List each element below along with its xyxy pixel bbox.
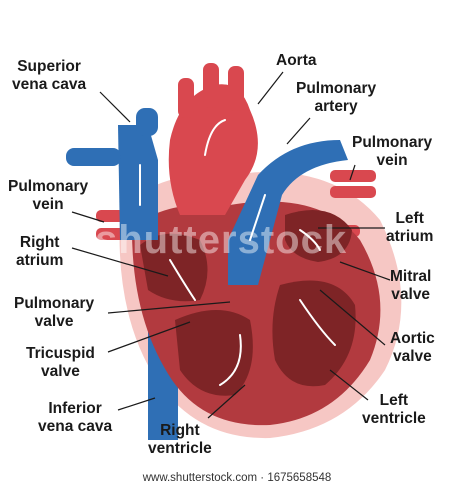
left-atrium-chamber <box>285 210 352 262</box>
flow-arrows <box>139 119 336 386</box>
pointer-pulmonary-vein-right <box>349 164 356 181</box>
footer-caption: www.shutterstock.com · 1675658548 <box>0 468 474 489</box>
pointer-pulmonary-vein-left <box>71 211 105 223</box>
flow-arrow-aorta <box>204 119 226 156</box>
flow-arrow-rv <box>219 334 242 386</box>
superior-vena-cava-vessel <box>118 125 158 240</box>
flow-arrow-la <box>299 229 321 251</box>
superior-vena-cava-branch-2 <box>136 108 158 136</box>
flow-arrow-ra <box>169 259 196 301</box>
pointer-inferior-vena-cava <box>117 397 156 411</box>
superior-vena-cava-branch-1 <box>66 148 121 166</box>
pointer-pulmonary-valve <box>107 301 231 314</box>
pulmonary-vein-vessel-left-1 <box>330 170 376 182</box>
pointer-aortic-valve <box>319 289 386 346</box>
watermark: shutterstock <box>95 218 348 262</box>
aorta-branch-2 <box>203 63 219 108</box>
pulmonary-artery-vessel <box>228 140 348 285</box>
pointer-right-atrium <box>71 247 169 277</box>
left-ventricle-chamber <box>272 280 356 387</box>
aorta-vessel <box>168 84 258 216</box>
flow-arrow-pa <box>249 194 266 241</box>
pointer-pulmonary-artery <box>286 117 311 145</box>
pointer-lines <box>71 71 391 419</box>
label-aorta: Aorta <box>276 52 317 69</box>
aorta-branch-1 <box>178 78 194 118</box>
flow-arrow-lv <box>299 299 336 346</box>
pointer-left-ventricle <box>329 369 369 401</box>
aorta-branch-3 <box>228 66 244 111</box>
pointer-tricuspid-valve <box>107 321 191 353</box>
pointer-mitral-valve <box>339 261 391 281</box>
pointer-right-ventricle <box>207 384 246 419</box>
pulmonary-vein-vessel-left-2 <box>330 186 376 198</box>
pointer-aorta <box>257 71 284 105</box>
pointer-superior-vena-cava <box>99 91 131 123</box>
